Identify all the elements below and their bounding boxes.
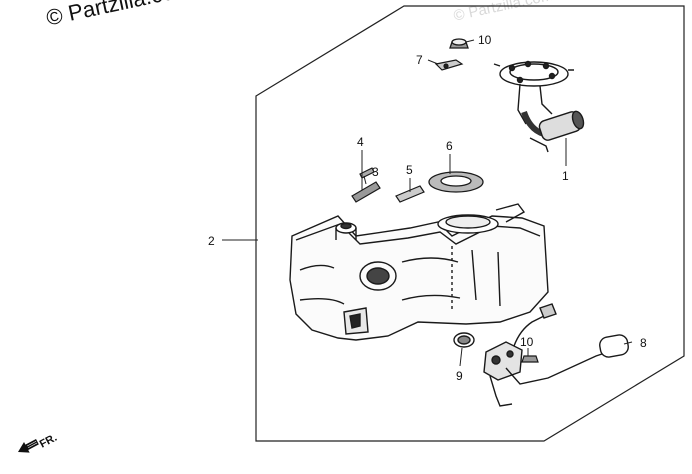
callout-10-bottom: 10 — [520, 335, 534, 349]
o-ring[interactable] — [453, 332, 475, 348]
assembly-boundary — [255, 5, 685, 442]
callout-3: 3 — [372, 165, 379, 179]
callout-numbers: 10 7 1 2 4 3 5 6 8 9 10 — [208, 33, 647, 383]
callout-10-top: 10 — [478, 33, 492, 47]
fuel-level-sender[interactable] — [483, 303, 630, 407]
clip[interactable] — [434, 59, 464, 71]
fuel-pump[interactable] — [493, 60, 586, 153]
tank-pad-3[interactable] — [351, 181, 381, 203]
front-direction-indicator: FR. — [18, 432, 59, 453]
callout-2: 2 — [208, 234, 215, 248]
arrow-icon — [18, 439, 39, 453]
callout-4: 4 — [357, 135, 364, 149]
nut-top[interactable] — [449, 38, 469, 49]
leader-lines — [222, 39, 633, 367]
callout-5: 5 — [406, 163, 413, 177]
pump-gasket[interactable] — [428, 171, 484, 193]
tank-pad-5[interactable] — [395, 185, 425, 203]
callout-7: 7 — [416, 53, 423, 67]
fuel-tank[interactable] — [289, 203, 549, 341]
callout-8: 8 — [640, 336, 647, 350]
tank-pad-4[interactable] — [359, 167, 375, 179]
callout-1: 1 — [562, 169, 569, 183]
callout-6: 6 — [446, 139, 453, 153]
callout-9: 9 — [456, 369, 463, 383]
front-label: FR. — [38, 432, 59, 451]
nut-bottom[interactable] — [521, 355, 539, 363]
